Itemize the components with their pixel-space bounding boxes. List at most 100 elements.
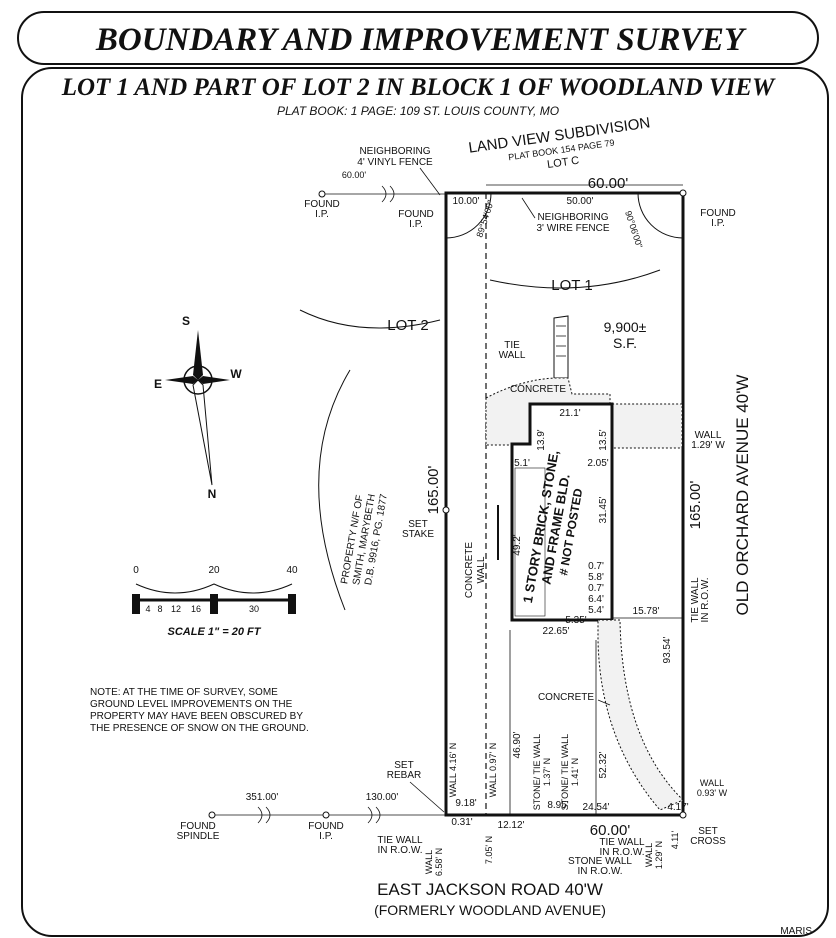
set-cross-label-1: SET (698, 826, 717, 837)
scale-post-20 (210, 594, 218, 614)
left-side-dim: 165.00' (425, 465, 442, 514)
bld-dim-535: 5.35' (565, 615, 586, 626)
formerly-label: (FORMERLY WOODLAND AVENUE) (374, 902, 606, 918)
found-ip-left-label-2: I.P. (315, 209, 329, 220)
building-outline (510, 402, 614, 622)
stone-wall-row-1: STONE WALL (568, 856, 632, 867)
tie-wall-row-right-1: TIE WALL (690, 577, 701, 623)
top-frontage-dim: 60.00' (588, 175, 629, 192)
found-spindle-marker (208, 811, 216, 819)
scale-minor-4: 4 (145, 604, 150, 614)
set-stake-label-1: SET (408, 519, 427, 530)
wire-fence-label-2: 3' WIRE FENCE (536, 223, 609, 234)
vinyl-fence-label-1: NEIGHBORING (359, 146, 430, 157)
lot2-arc (299, 309, 441, 329)
tie-wall-row-left-2: IN R.O.W. (378, 845, 423, 856)
dim-411: 4.11' (670, 830, 680, 849)
east-jackson-label: EAST JACKSON ROAD 40'W (377, 880, 603, 899)
wire-fence-label-1: NEIGHBORING (537, 212, 608, 223)
wall-129-bottom-1: WALL (644, 843, 654, 867)
found-ip-marker-right (679, 189, 687, 197)
bld-dim-07b: 0.7' (588, 583, 604, 594)
vinyl-fence-label-2: 4' VINYL FENCE (357, 157, 433, 168)
tie-wall-top-label-2: WALL (499, 350, 526, 361)
concrete-wall-label-1: CONCRETE (464, 542, 475, 598)
bld-dim-492: 49.2' (512, 534, 523, 555)
compass-rose: S W E N (154, 314, 242, 501)
bld-dim-139: 13.9' (536, 429, 547, 450)
compass-needle-left (165, 376, 198, 384)
tie-wall-row-right-2: IN R.O.W. (700, 578, 711, 623)
tie-wall-row-left-1: TIE WALL (377, 835, 423, 846)
bld-dim-64: 6.4' (588, 594, 604, 605)
set-cross-marker (679, 811, 687, 819)
dim-9354: 93.54' (662, 636, 673, 663)
scale-catenary (135, 583, 293, 594)
compass-s: S (182, 314, 190, 328)
dim-130: 130.00' (366, 792, 399, 803)
building-hatch (514, 467, 546, 617)
found-spindle-label-1: FOUND (180, 821, 216, 832)
found-ip-right-label-2: I.P. (711, 218, 725, 229)
compass-needle-top (193, 330, 203, 380)
old-orchard-label: OLD ORCHARD AVENUE 40'W (733, 375, 752, 616)
vinyl-fence-leader (419, 167, 441, 196)
left-angle-arc (445, 192, 492, 239)
scale-minor-12: 12 (171, 604, 181, 614)
neighbor-arc (318, 369, 351, 611)
wall-129-top-1: WALL (695, 430, 722, 441)
concrete-top-label: CONCRETE (510, 384, 566, 395)
scale-minor-30: 30 (249, 604, 259, 614)
scale-post-40 (288, 594, 296, 614)
north-subdivision-label: LAND VIEW SUBDIVISION PLAT BOOK 154 PAGE… (467, 114, 651, 171)
scale-tick-20: 20 (208, 565, 220, 576)
stone-tie-141-2: 1.41' N (570, 758, 580, 786)
found-ip-marker-left (318, 190, 326, 198)
compass-w: W (230, 367, 242, 381)
found-ip-bottom-label-2: I.P. (319, 831, 333, 842)
stone-tie-141-1: STONE/ TIE WALL (560, 734, 570, 810)
lot1-label: LOT 1 (551, 277, 592, 294)
note-line-2: GROUND LEVEL IMPROVEMENTS ON THE (90, 699, 293, 710)
dim-1578: 15.78' (633, 606, 660, 617)
dim-417: 4.17' (667, 802, 688, 813)
left-reference-dim: 60.00' (342, 170, 367, 180)
survey-subtitle: LOT 1 AND PART OF LOT 2 IN BLOCK 1 OF WO… (61, 74, 776, 101)
bld-dim-51: 5.1' (514, 458, 530, 469)
found-ip-corner-label-2: I.P. (409, 219, 423, 230)
bottom-frontage-dim: 60.00' (590, 822, 631, 839)
note-line-4: THE PRESENCE OF SNOW ON THE GROUND. (90, 723, 309, 734)
wall-658-1: WALL (424, 850, 434, 874)
concrete-wall-label-2: WALL (476, 556, 487, 583)
set-cross-label-2: CROSS (690, 836, 726, 847)
stone-wall-row-2: IN R.O.W. (578, 866, 623, 877)
page-title: BOUNDARY AND IMPROVEMENT SURVEY (95, 22, 747, 58)
watermark: MARIS (780, 926, 812, 937)
break-symbol-top (381, 185, 395, 203)
compass-needle-right (198, 376, 230, 384)
found-ip-corner-label-1: FOUND (398, 209, 434, 220)
wall-129-bottom-2: 1.29' N (654, 841, 664, 869)
set-rebar-leader (409, 781, 445, 813)
scale-caption: SCALE 1" = 20 FT (168, 626, 262, 638)
wall-093-label-2: 0.93' W (697, 788, 728, 798)
bld-dim-54: 5.4' (588, 605, 604, 616)
lot1-arc (489, 269, 661, 289)
bld-dim-211: 21.1' (559, 408, 580, 419)
concrete-drive-label: CONCRETE (538, 692, 594, 703)
scale-tick-40: 40 (286, 565, 298, 576)
right-angle-arc (637, 192, 684, 239)
top-left-dim: 10.00' (453, 196, 480, 207)
dim-5232: 52.32' (598, 751, 609, 778)
scale-bar: 0 20 40 4 8 12 16 30 SCALE 1" = 20 FT (132, 565, 298, 638)
scale-post-0 (132, 594, 140, 614)
area-unit: S.F. (613, 335, 637, 351)
wall-093-label-1: WALL (700, 778, 724, 788)
wall-705-label: 7.05' N (484, 836, 494, 864)
concrete-leader (597, 699, 611, 706)
found-spindle-label-2: SPINDLE (177, 831, 220, 842)
step-lines (556, 325, 566, 357)
stone-tie-137-1: STONE/ TIE WALL (532, 734, 542, 810)
area-value: 9,900± (604, 319, 647, 335)
dim-2454: 24.54' (583, 802, 610, 813)
